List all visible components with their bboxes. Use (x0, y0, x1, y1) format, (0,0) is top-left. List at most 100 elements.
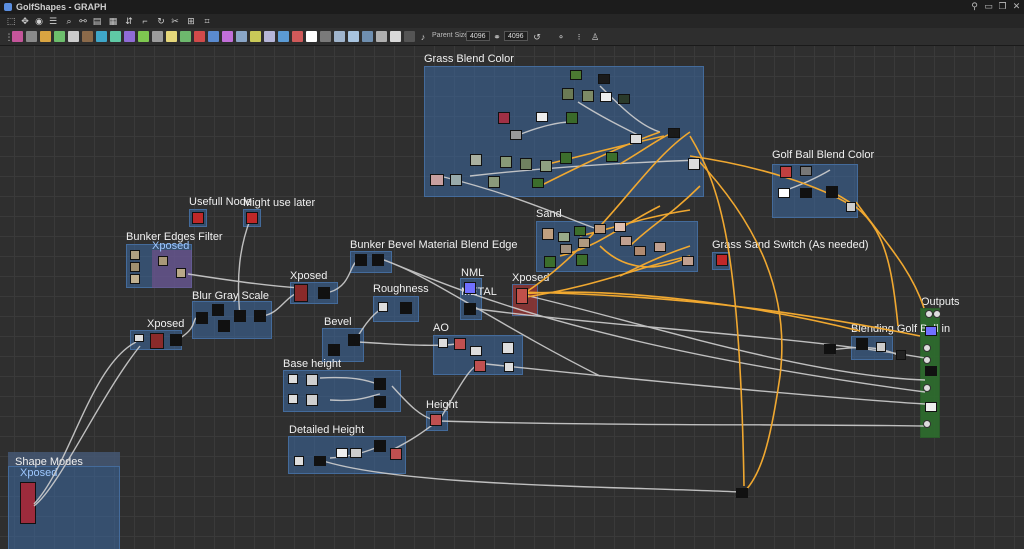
graph-node[interactable] (800, 166, 812, 176)
close-icon[interactable]: ✕ (1012, 1, 1021, 11)
graph-node[interactable] (925, 402, 937, 412)
graph-node[interactable] (212, 304, 224, 316)
node-swatch-icon[interactable] (166, 31, 177, 42)
graph-node[interactable] (196, 312, 208, 324)
graph-node[interactable] (288, 374, 298, 384)
graph-node[interactable] (336, 448, 348, 458)
graph-node[interactable] (824, 344, 836, 354)
graph-node[interactable] (800, 188, 812, 198)
graph-node[interactable] (925, 326, 937, 336)
graph-node[interactable] (502, 342, 514, 354)
node-swatch-icon[interactable] (96, 31, 107, 42)
graph-node[interactable] (134, 334, 144, 342)
graph-node[interactable] (560, 152, 572, 164)
node-swatch-icon[interactable] (222, 31, 233, 42)
graph-node[interactable] (778, 188, 790, 198)
link-size-icon[interactable]: ⚭ (493, 32, 501, 42)
graph-node[interactable] (925, 366, 937, 376)
reset-icon[interactable]: ↺ (533, 32, 541, 42)
graph-node[interactable] (634, 246, 646, 256)
graph-node[interactable] (510, 130, 522, 140)
graph-node[interactable] (438, 338, 448, 348)
graph-node[interactable] (578, 238, 590, 248)
graph-node[interactable] (378, 302, 388, 312)
graph-node[interactable] (682, 256, 694, 266)
graph-node[interactable] (520, 158, 532, 170)
graph-node[interactable] (594, 224, 606, 234)
node-swatch-icon[interactable] (278, 31, 289, 42)
search-icon[interactable]: ⌕ (66, 16, 72, 26)
graph-node[interactable] (576, 254, 588, 266)
output-pin[interactable] (933, 310, 941, 318)
graph-node[interactable] (350, 448, 362, 458)
graph-node[interactable] (470, 346, 482, 356)
graph-node[interactable] (500, 156, 512, 168)
graph-node[interactable] (598, 74, 610, 84)
graph-node[interactable] (570, 70, 582, 80)
graph-node[interactable] (192, 212, 204, 224)
minimize-icon[interactable]: ▭ (984, 1, 993, 11)
graph-node[interactable] (606, 152, 618, 162)
restore-icon[interactable]: ❐ (998, 1, 1007, 11)
graph-node[interactable] (288, 394, 298, 404)
grid-icon[interactable]: ▦ (108, 16, 118, 26)
connect-icon[interactable]: ⌐ (142, 16, 148, 26)
node-swatch-icon[interactable] (250, 31, 261, 42)
output-pin[interactable] (923, 344, 931, 352)
node-swatch-icon[interactable] (54, 31, 65, 42)
graph-node[interactable] (130, 274, 140, 284)
user-icon[interactable]: ♙ (590, 32, 600, 42)
graph-node[interactable] (688, 158, 700, 170)
list-icon[interactable]: ☰ (48, 16, 58, 26)
graph-node[interactable] (736, 488, 748, 498)
stack-icon[interactable]: ⁝ (577, 32, 581, 42)
graph-node[interactable] (846, 202, 856, 212)
node-swatch-icon[interactable] (26, 31, 37, 42)
pin-icon[interactable]: ⚲ (971, 1, 978, 11)
graph-node[interactable] (150, 333, 164, 349)
mic-icon[interactable]: ♪ (420, 32, 426, 42)
node-swatch-icon[interactable] (292, 31, 303, 42)
graph-node[interactable] (560, 244, 572, 254)
graph-node[interactable] (130, 262, 140, 272)
output-pin[interactable] (923, 356, 931, 364)
graph-node[interactable] (582, 90, 594, 102)
graph-node[interactable] (558, 232, 570, 242)
graph-node[interactable] (630, 134, 642, 144)
library-icon[interactable]: ⋮ (4, 32, 14, 42)
graph-node[interactable] (504, 362, 514, 372)
graph-node[interactable] (464, 303, 476, 315)
graph-node[interactable] (488, 176, 500, 188)
graph-node[interactable] (176, 268, 186, 278)
graph-canvas[interactable]: Grass Blend Color Golf Ball Blend Color … (0, 46, 1024, 549)
node-swatch-icon[interactable] (236, 31, 247, 42)
graph-node[interactable] (536, 112, 548, 122)
graph-node[interactable] (780, 166, 792, 178)
layout-icon[interactable]: ⊞ (187, 16, 195, 26)
output-pin[interactable] (923, 420, 931, 428)
graph-node[interactable] (306, 394, 318, 406)
graph-node[interactable] (566, 112, 578, 124)
graph-node[interactable] (390, 448, 402, 460)
graph-node[interactable] (464, 282, 476, 294)
graph-node[interactable] (668, 128, 680, 138)
graph-node[interactable] (374, 396, 386, 408)
node-swatch-icon[interactable] (404, 31, 415, 42)
node-swatch-icon[interactable] (320, 31, 331, 42)
graph-node[interactable] (430, 414, 442, 426)
link-icon[interactable]: ⚯ (79, 16, 87, 26)
graph-node[interactable] (294, 456, 304, 466)
graph-node[interactable] (574, 226, 586, 236)
tools-icon[interactable]: ✂ (171, 16, 179, 26)
graph-node[interactable] (218, 320, 230, 332)
graph-node[interactable] (562, 88, 574, 100)
graph-node[interactable] (372, 254, 384, 266)
node-swatch-icon[interactable] (334, 31, 345, 42)
graph-node[interactable] (896, 350, 906, 360)
graph-node[interactable] (654, 242, 666, 252)
node-swatch-icon[interactable] (40, 31, 51, 42)
select-tool-icon[interactable]: ⬚ (6, 16, 16, 26)
graph-node[interactable] (454, 338, 466, 350)
node-swatch-icon[interactable] (68, 31, 79, 42)
align-icon[interactable]: ⇵ (125, 16, 133, 26)
